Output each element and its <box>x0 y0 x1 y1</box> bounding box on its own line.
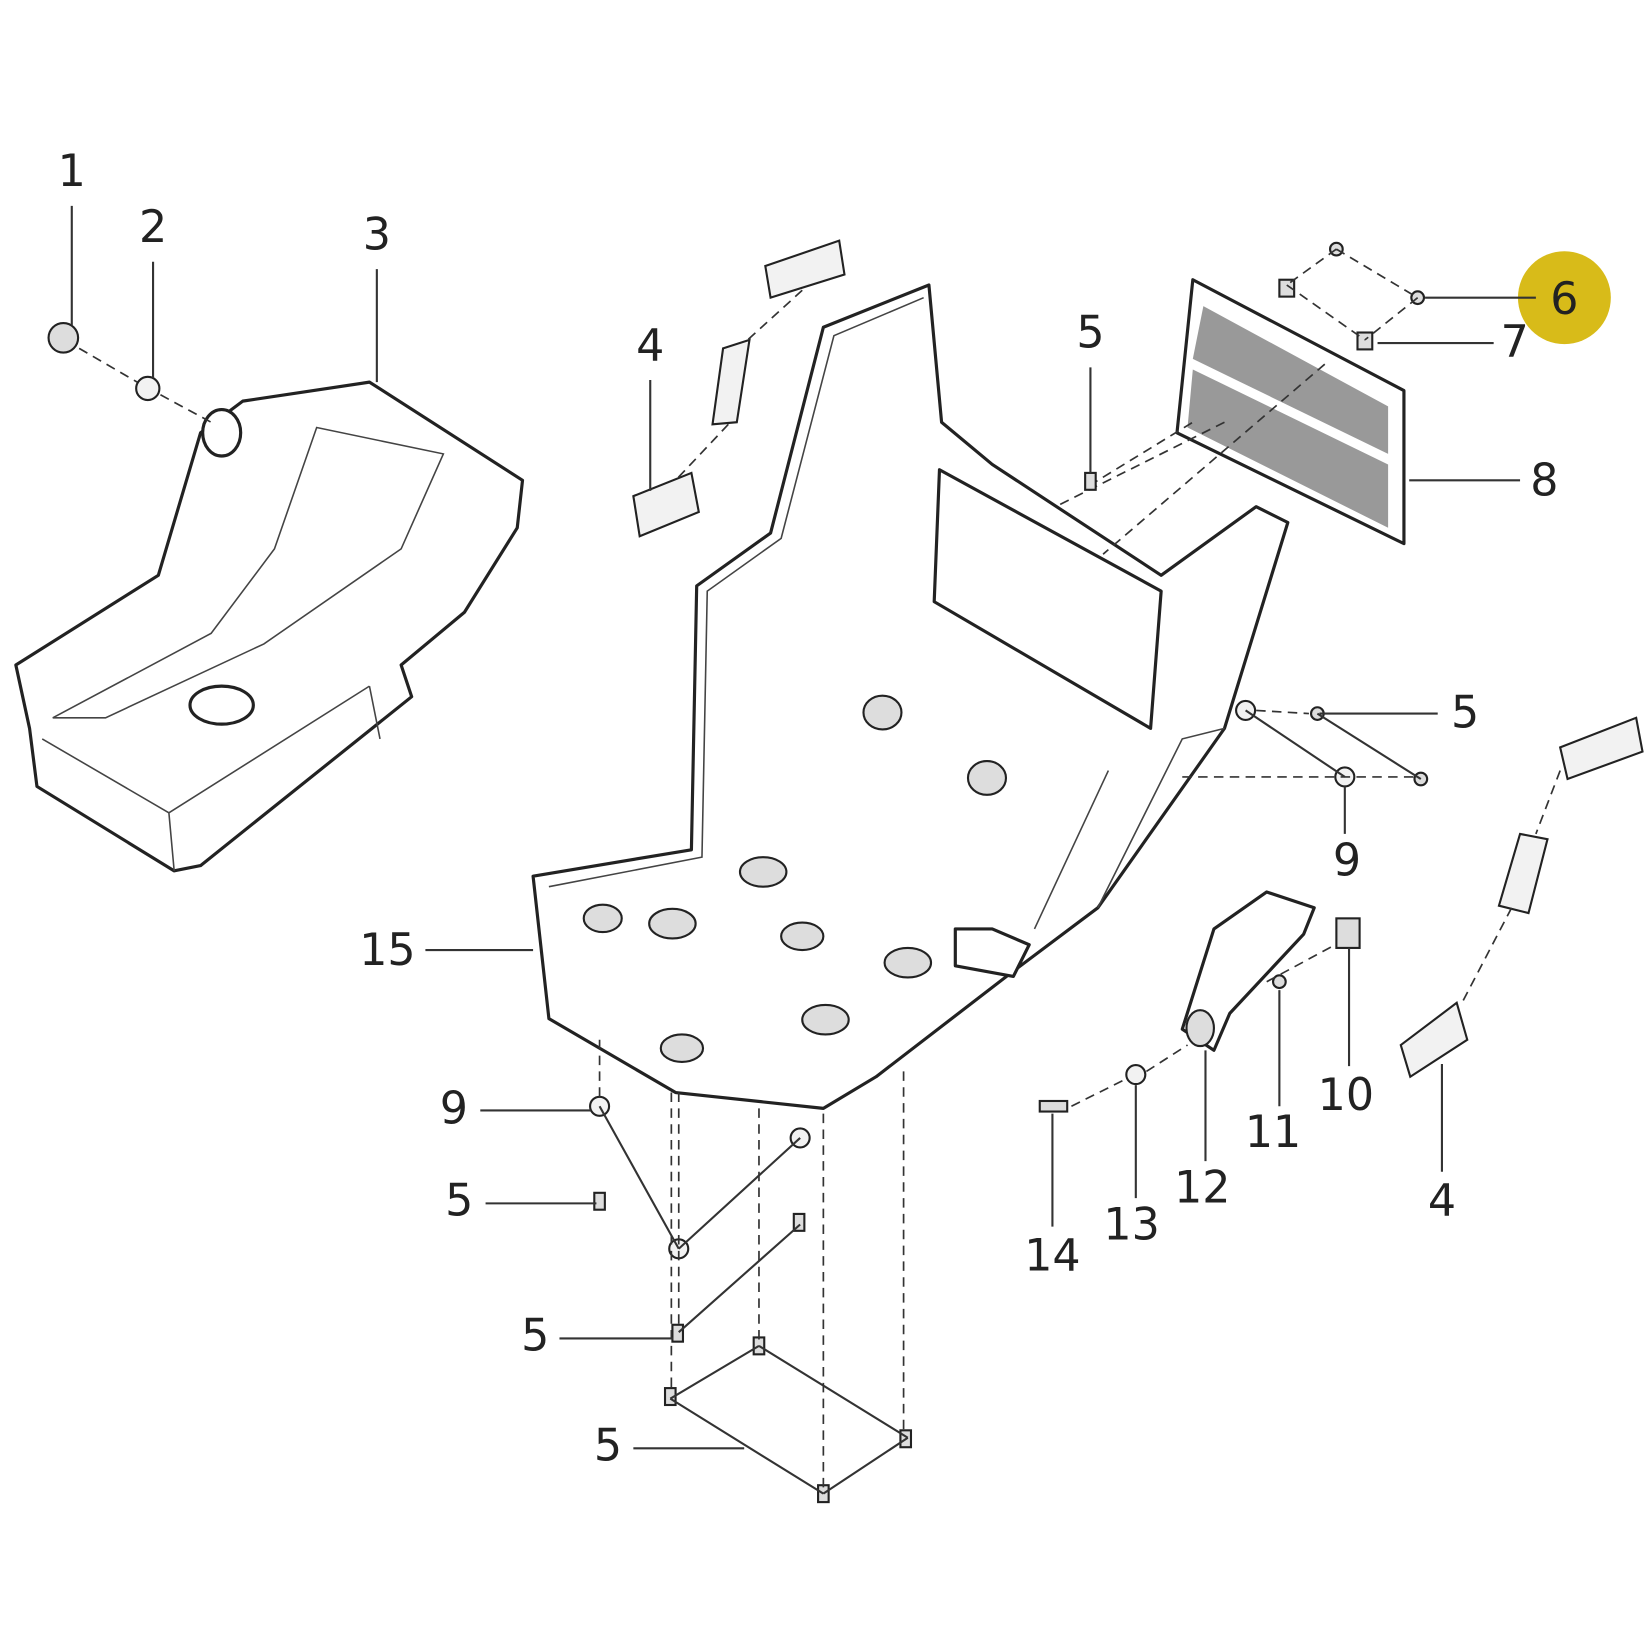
part-8-grille[interactable] <box>1175 278 1406 546</box>
callout-5-lower-a[interactable]: 5 <box>445 1175 473 1226</box>
part-11-nut[interactable] <box>1271 974 1287 990</box>
highlight-marker <box>1517 251 1611 345</box>
callout-5-lower-b[interactable]: 5 <box>521 1310 549 1361</box>
part-1-cap[interactable] <box>47 321 80 354</box>
lower-fasteners[interactable] <box>589 1095 913 1504</box>
callout-9-left[interactable]: 9 <box>440 1084 468 1135</box>
callout-14[interactable]: 14 <box>1024 1230 1080 1281</box>
callout-15[interactable]: 15 <box>359 925 415 976</box>
callout-5-right[interactable]: 5 <box>1451 688 1479 739</box>
part-15-skid-plate[interactable] <box>531 283 1290 1110</box>
grommets <box>582 694 1008 1063</box>
part-10-clip[interactable] <box>1335 917 1361 949</box>
callout-9-right[interactable]: 9 <box>1333 835 1361 886</box>
callout-1[interactable]: 1 <box>58 146 86 197</box>
part-7-clips[interactable] <box>1278 278 1374 351</box>
callout-11[interactable]: 11 <box>1245 1107 1301 1158</box>
callout-13[interactable]: 13 <box>1103 1200 1159 1251</box>
callout-7[interactable]: 7 <box>1501 317 1529 368</box>
callout-12[interactable]: 12 <box>1174 1163 1230 1214</box>
part-13-washer[interactable] <box>1125 1064 1147 1086</box>
part-12-bracket[interactable] <box>1180 890 1316 1052</box>
callout-6-highlighted[interactable]: 6 <box>1550 274 1578 325</box>
callout-5-top[interactable]: 5 <box>1076 308 1104 359</box>
callout-3[interactable]: 3 <box>363 210 391 261</box>
callout-4-right[interactable]: 4 <box>1428 1175 1456 1226</box>
part-14-bolt[interactable] <box>1038 1099 1069 1113</box>
callout-4-left[interactable]: 4 <box>636 320 664 371</box>
callout-2[interactable]: 2 <box>139 202 167 253</box>
part-3-tank[interactable] <box>14 380 525 873</box>
part-2-seal[interactable] <box>135 375 161 402</box>
callout-10[interactable]: 10 <box>1318 1070 1374 1121</box>
part-4-pads-left[interactable] <box>632 239 846 538</box>
callout-5-lower-c[interactable]: 5 <box>594 1420 622 1471</box>
part-5-bolt-top[interactable] <box>1084 471 1097 491</box>
part-4-pads-right[interactable] <box>1399 716 1644 1079</box>
part-6-bolts[interactable] <box>1328 241 1426 306</box>
callout-8[interactable]: 8 <box>1530 455 1558 506</box>
